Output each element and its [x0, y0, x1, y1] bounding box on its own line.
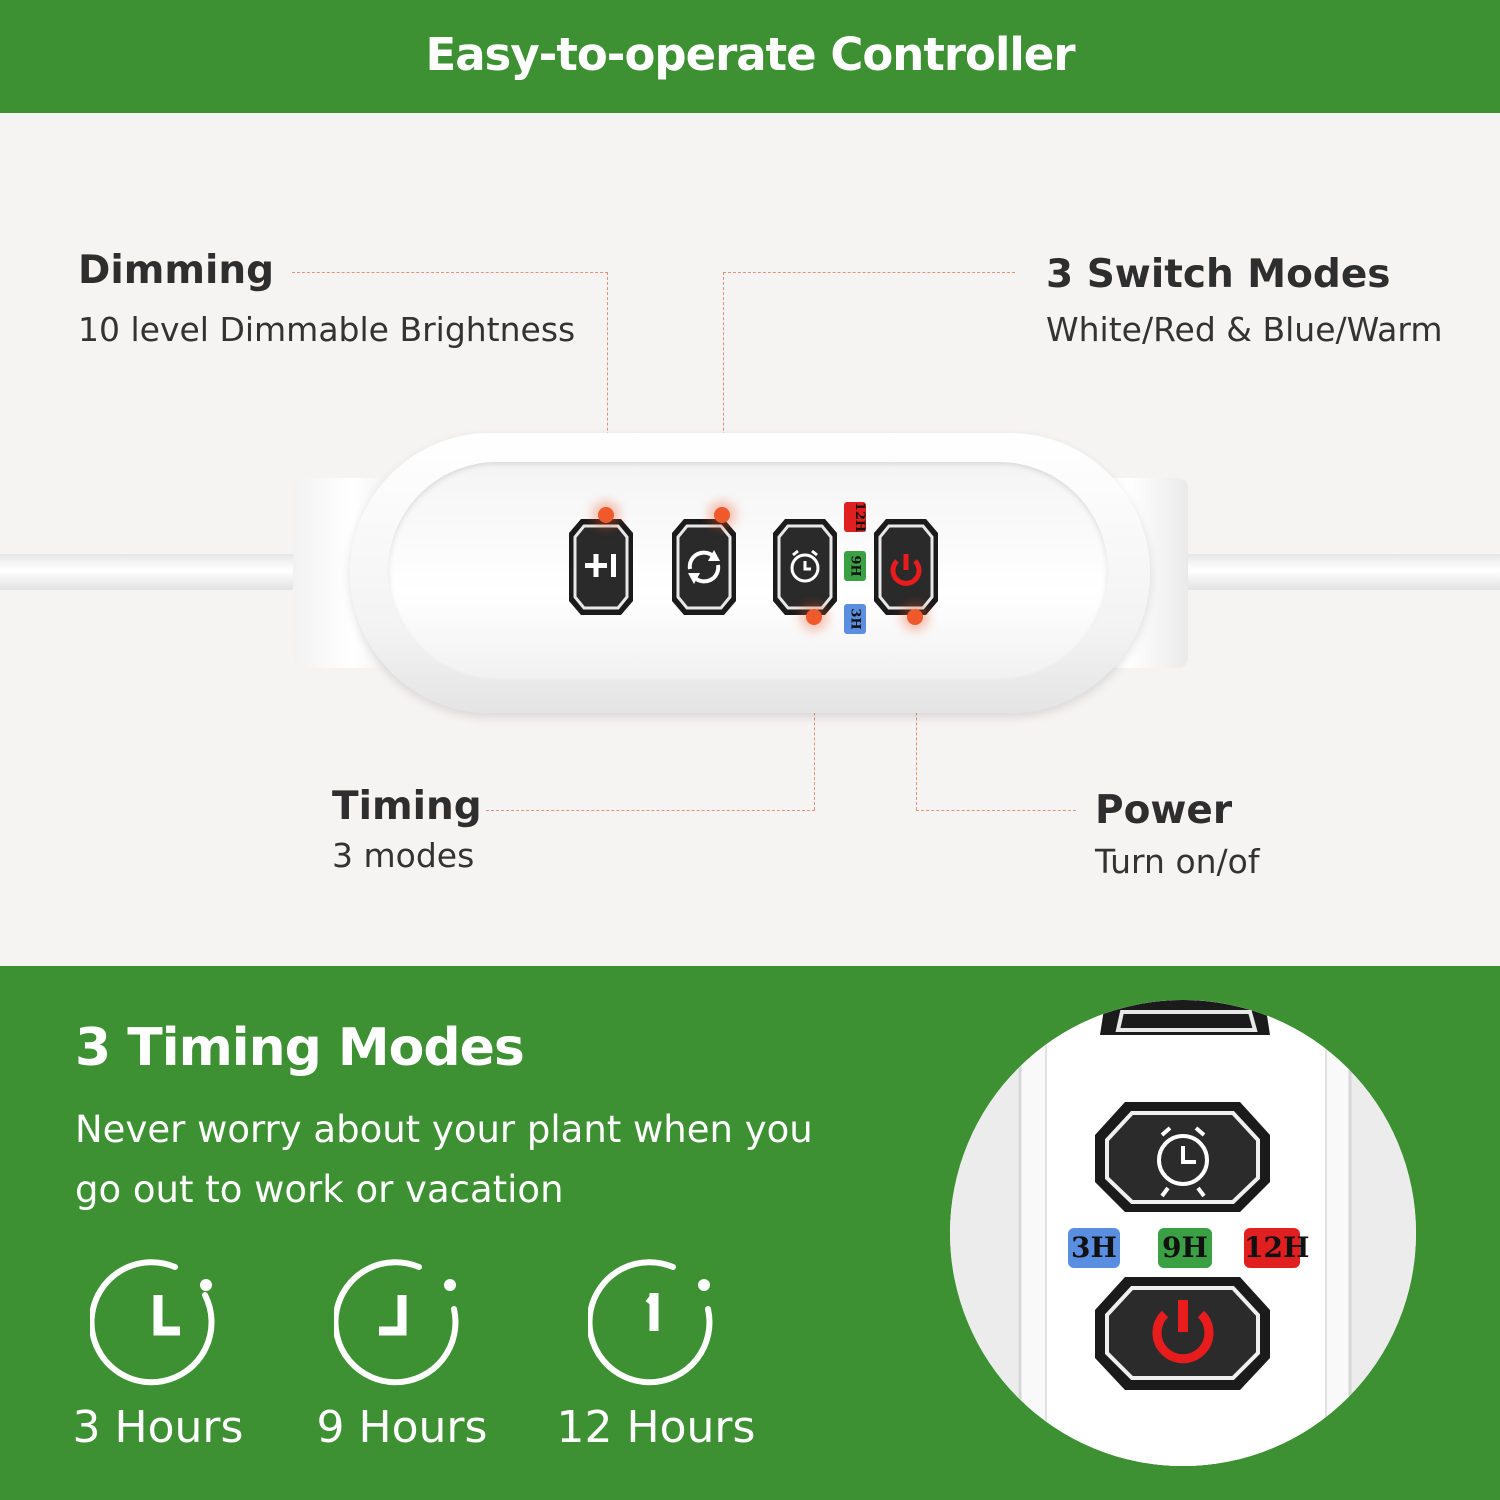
dimming-hotspot — [598, 507, 614, 523]
clock-9-hours-icon — [332, 1255, 474, 1395]
switch-modes-hotspot — [714, 507, 730, 523]
dimming-button[interactable] — [567, 517, 635, 617]
dimming-title: Dimming — [78, 248, 275, 293]
closeup-tag-12h: 12H — [1244, 1228, 1309, 1268]
header-banner: Easy-to-operate Controller — [0, 0, 1500, 113]
timing-hotspot — [806, 609, 822, 625]
dimming-subtitle: 10 level Dimmable Brightness — [78, 310, 576, 349]
power-icon — [874, 519, 938, 615]
clock-3-hours-icon — [88, 1255, 230, 1395]
dimming-leader-v — [607, 272, 608, 516]
timing-section-title: 3 Timing Modes — [75, 1018, 525, 1078]
controller-tag-12h: 12H — [844, 502, 867, 532]
refresh-cycle-icon — [672, 519, 736, 615]
switch-modes-title: 3 Switch Modes — [1046, 252, 1391, 297]
controller-tag-9h: 9H — [844, 551, 866, 581]
power-leader-h — [916, 810, 1076, 811]
switch-leader-h — [723, 272, 1015, 273]
alarm-clock-icon — [773, 519, 837, 615]
timer-button[interactable] — [771, 517, 839, 617]
switch-leader-v — [723, 272, 724, 516]
closeup-tag-9h: 9H — [1158, 1228, 1212, 1268]
controller-tag-3h: 3H — [844, 604, 866, 634]
timer-option-label: 3 Hours — [72, 1402, 244, 1453]
mode-switch-button[interactable] — [670, 517, 738, 617]
timer-option-label: 9 Hours — [316, 1402, 488, 1453]
timing-subtitle: 3 modes — [332, 836, 475, 875]
switch-modes-subtitle: White/Red & Blue/Warm — [1046, 310, 1443, 349]
power-hotspot — [907, 609, 923, 625]
timer-option-label: 12 Hours — [556, 1402, 756, 1453]
power-button[interactable] — [872, 517, 940, 617]
closeup-tag-3h: 3H — [1068, 1228, 1120, 1268]
power-leader-v — [916, 618, 917, 810]
power-title: Power — [1095, 788, 1233, 833]
controller-closeup: 3H 9H 12H — [950, 1000, 1416, 1466]
dimming-icon — [569, 519, 633, 615]
timing-section-description: Never worry about your plant when you go… — [75, 1108, 813, 1211]
clock-12-hours-icon — [586, 1255, 728, 1395]
page-title: Easy-to-operate Controller — [425, 28, 1075, 81]
controller-face — [388, 462, 1108, 680]
dimming-leader-h — [292, 272, 608, 273]
timing-leader-v — [814, 618, 815, 810]
timing-leader-h — [486, 810, 815, 811]
timing-title: Timing — [332, 784, 482, 829]
power-subtitle: Turn on/of — [1095, 842, 1260, 881]
